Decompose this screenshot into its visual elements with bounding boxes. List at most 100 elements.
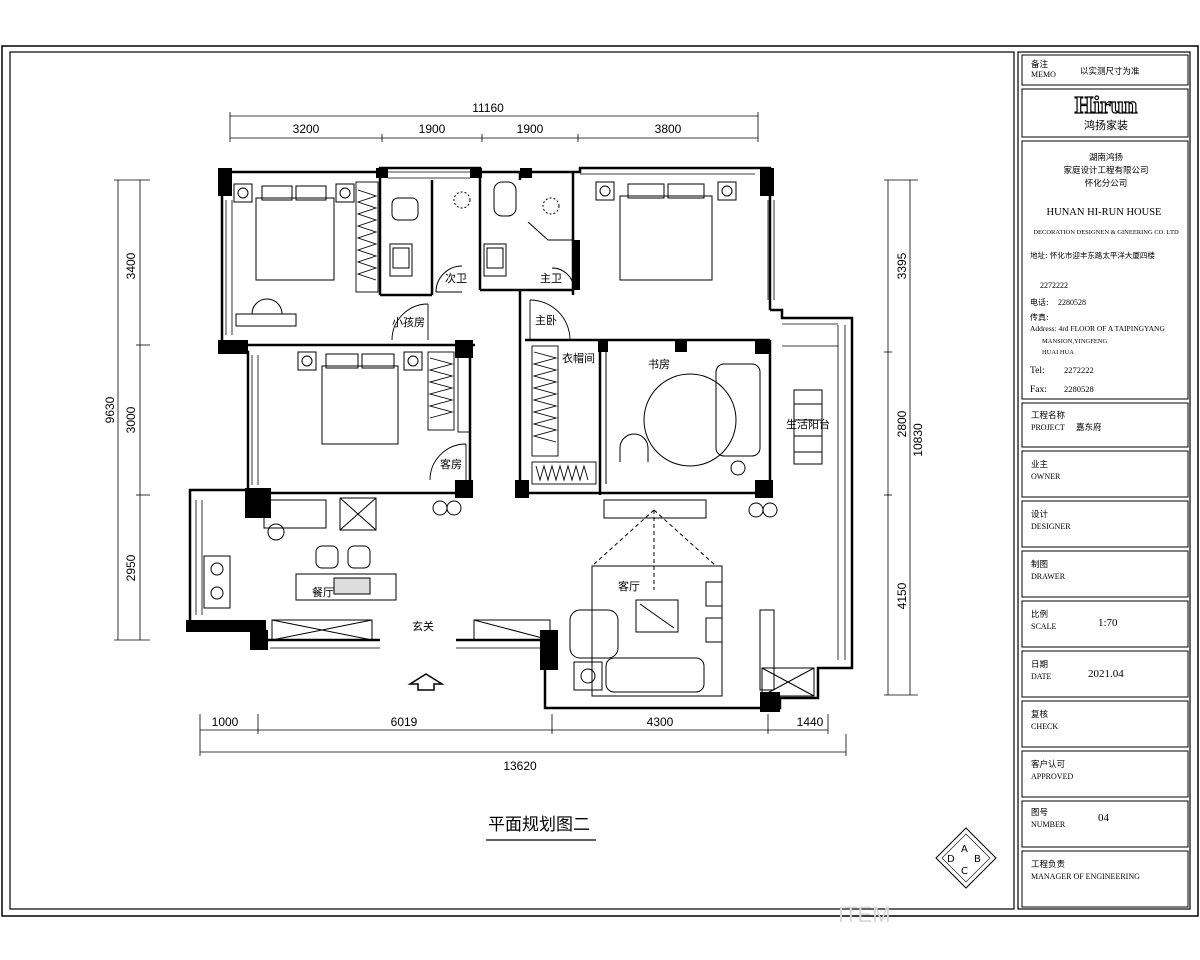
logo-sub: 鸿扬家装: [1084, 118, 1128, 132]
dim-left-2: 3000: [124, 406, 138, 433]
label-guest-bath: 次卫: [445, 271, 467, 285]
address-en-2: MANSION,YINGFENG: [1042, 338, 1107, 345]
compass-a: A: [961, 844, 968, 855]
dim-left-1: 3400: [124, 252, 138, 279]
wall-columns: [186, 168, 780, 712]
watermark: ITEM: [838, 902, 891, 927]
scale-value: 1:70: [1098, 617, 1118, 629]
memo-value: 以实测尺寸为准: [1080, 66, 1140, 77]
date-label: 日期: [1031, 660, 1048, 670]
label-dining: 餐厅: [312, 585, 334, 599]
dining-furniture: [203, 497, 778, 641]
label-master-bed: 主卧: [535, 314, 557, 327]
owner-label: 业主: [1031, 459, 1049, 470]
dim-top-4: 3800: [655, 122, 682, 136]
fax-label: Fax:: [1030, 385, 1047, 395]
balcony-rack: [793, 389, 823, 465]
project-label-en: PROJECT: [1031, 423, 1065, 432]
living-furniture: [569, 499, 815, 697]
drawer-label-en: DRAWER: [1031, 572, 1066, 581]
dimension-lines: [114, 112, 918, 756]
compass-c: C: [961, 866, 968, 877]
memo-label: 备注: [1031, 59, 1049, 70]
scale-label-en: SCALE: [1031, 622, 1056, 631]
room-labels: 小孩房 次卫 主卫 主卧 衣帽间 书房 客房 生活阳台 餐厅 客厅 玄关: [312, 271, 830, 633]
memo-label-en: MEMO: [1031, 70, 1056, 79]
dim-left-3: 2950: [124, 554, 138, 581]
dim-top-1: 3200: [293, 122, 320, 136]
approved-label: 客户认可: [1031, 759, 1066, 770]
outer-frame: [1, 45, 1199, 917]
designer-label: 设计: [1031, 509, 1049, 520]
logo: Hirun: [1075, 93, 1138, 119]
address-en-1: Address: 4rd FLOOR OF A TAIPINGYANG: [1030, 324, 1165, 333]
fax-value: 2280528: [1064, 384, 1094, 394]
entry-arrow: [407, 673, 445, 691]
bathroom-fixtures: [389, 181, 575, 293]
study-furniture: [605, 346, 761, 484]
company-cn-2: 家庭设计工程有限公司: [1063, 165, 1148, 176]
dim-bottom-1: 1000: [212, 715, 239, 729]
compass-b: B: [974, 854, 981, 865]
phone-label-cn: 电话:: [1030, 297, 1049, 307]
dim-right-1: 3395: [895, 252, 909, 279]
scale-label: 比例: [1031, 609, 1048, 620]
label-balcony: 生活阳台: [786, 417, 830, 431]
date-value: 2021.04: [1088, 668, 1124, 680]
walls: [188, 166, 854, 710]
fax-1: 2280528: [1058, 298, 1086, 307]
beds: [233, 181, 737, 445]
dim-top-2: 1900: [419, 122, 446, 136]
drawer-label: 制图: [1031, 559, 1048, 570]
dim-left-total: 9630: [103, 396, 117, 423]
dim-bottom-3: 4300: [647, 715, 674, 729]
company-en-2: DECORATION DESIGNEN & GINEERING CO. LTD: [1033, 229, 1179, 236]
dim-right-2: 2800: [895, 410, 909, 437]
designer-label-en: DESIGNER: [1031, 522, 1071, 531]
dim-bottom-4: 1440: [797, 715, 824, 729]
doors: [391, 299, 571, 481]
dim-right-total: 10830: [911, 423, 925, 457]
drawing-title: 平面规划图二: [488, 815, 590, 835]
address-cn: 地址: 怀化市迎丰东路太平洋大厦四楼: [1030, 250, 1155, 260]
dim-bottom-total: 13620: [503, 759, 537, 773]
label-closet: 衣帽间: [562, 351, 595, 365]
date-label-en: DATE: [1031, 672, 1052, 681]
floor-plan: [186, 166, 854, 712]
title-block: 备注 MEMO 以实测尺寸为准 Hirun 鸿扬家装 湖南鸿扬 家庭设计工程有限…: [1021, 54, 1189, 908]
label-living: 客厅: [618, 579, 640, 593]
owner-label-en: OWNER: [1031, 472, 1061, 481]
dim-top-3: 1900: [517, 122, 544, 136]
label-kid-room: 小孩房: [392, 316, 425, 329]
number-label: 图号: [1031, 808, 1048, 818]
company-en: HUNAN HI-RUN HOUSE: [1047, 207, 1162, 218]
project-value: 嘉东府: [1076, 422, 1102, 433]
label-study: 书房: [648, 358, 670, 371]
project-label: 工程名称: [1031, 410, 1066, 421]
label-entry: 玄关: [412, 619, 434, 633]
number-label-en: NUMBER: [1031, 820, 1066, 829]
tel-value: 2272222: [1064, 365, 1094, 375]
approved-label-en: APPROVED: [1031, 772, 1073, 781]
label-guest-room: 客房: [440, 457, 462, 471]
fax-label-cn: 传真:: [1030, 312, 1049, 322]
check-label-en: CHECK: [1031, 722, 1058, 731]
number-value: 04: [1098, 812, 1110, 824]
dim-top-total: 11160: [472, 101, 504, 115]
kid-desk: [235, 298, 297, 327]
dim-bottom-2: 6019: [391, 715, 418, 729]
address-en-3: HUAI HUA: [1042, 349, 1074, 356]
title-block-frame: [1017, 51, 1191, 910]
company-cn-3: 怀化分公司: [1085, 178, 1128, 189]
check-label: 复核: [1031, 709, 1049, 720]
label-master-bath: 主卫: [540, 272, 562, 285]
dim-right-3: 4150: [895, 582, 909, 609]
wardrobes: [355, 181, 597, 485]
compass-d: D: [947, 854, 955, 865]
manager-label-en: MANAGER OF ENGINEERING: [1031, 872, 1140, 881]
manager-label: 工程负责: [1031, 859, 1066, 870]
phone-1: 2272222: [1040, 281, 1068, 290]
company-cn-1: 湖南鸿扬: [1089, 152, 1123, 163]
tel-label: Tel:: [1030, 366, 1045, 376]
